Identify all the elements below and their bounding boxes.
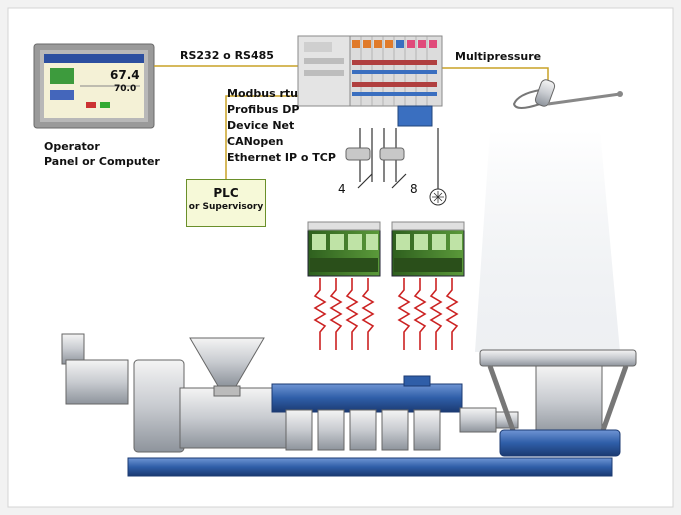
relay-left [345,147,371,161]
mold-clamp-base [499,429,621,457]
protocol-item: Device Net [227,119,295,132]
power-module-left [307,221,381,277]
machine-base [127,457,613,477]
protocol-item: Modbus rtu [227,87,298,100]
protocol-item: Profibus DP [227,103,300,116]
operator-panel [33,43,155,129]
module-terminal-block [397,105,433,127]
plc-title: PLC [213,186,239,200]
screen-chart [50,68,74,84]
plc-box: PLC or Supervisory [186,179,266,227]
light-beam [475,130,620,352]
drive-housing [133,359,185,453]
serial-link-label: RS232 o RS485 [180,49,274,62]
mold-column [535,365,603,437]
protocol-item: Ethernet IP o TCP [227,151,336,164]
barrel-heater-bands [271,383,463,413]
operator-panel-label-line1: Operator [44,140,100,153]
io-module-rack [297,35,443,127]
nozzle [459,407,497,433]
plc-subtitle: or Supervisory [188,202,264,212]
screen-reading-sub: 70.0 [114,84,137,94]
relay-right [379,147,405,161]
mold-top-plate [479,349,637,367]
plc-link-wire [225,95,298,179]
relay-count-right: 8 [410,182,418,196]
pressure-sensor [512,79,623,109]
injection-machine [61,333,637,477]
relay-count-left: 4 [338,182,346,196]
relay-assembly [345,128,447,206]
heater-resistors [313,278,459,350]
sensor-label: Multipressure [455,50,542,63]
protocol-item: CANopen [227,135,284,148]
operator-panel-label-line2: Panel or Computer [44,155,160,168]
screen-reading-main: 67.4 [110,68,140,82]
power-module-right [391,221,465,277]
protocol-list: Modbus rtu Profibus DP Device Net CANope… [227,86,336,166]
